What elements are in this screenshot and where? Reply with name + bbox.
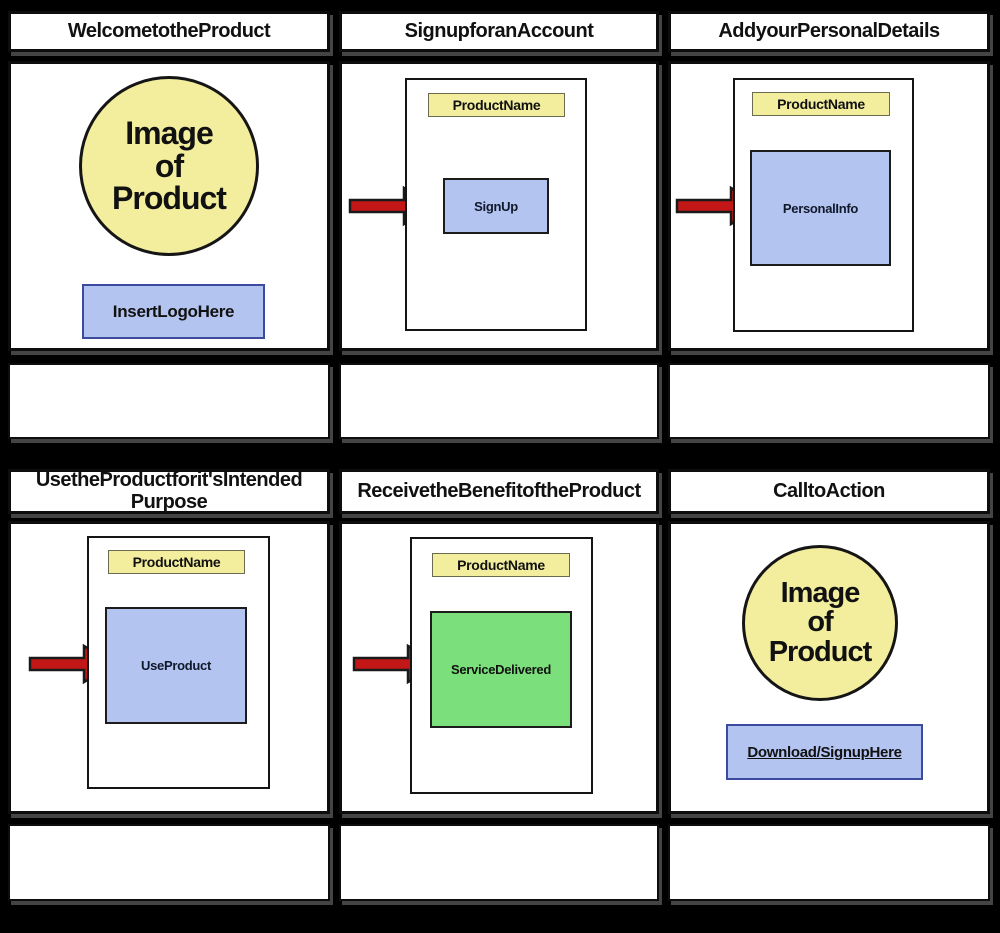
- description-box[interactable]: [668, 824, 990, 901]
- product-name-label: ProductName: [432, 553, 570, 577]
- panel-receive-benefit[interactable]: ProductName ServiceDelivered: [339, 521, 659, 814]
- app-screen-mockup: ProductName PersonalInfo: [733, 78, 914, 332]
- description-box[interactable]: [8, 824, 330, 901]
- description-box[interactable]: [339, 824, 659, 901]
- panel-title-welcome: WelcometotheProduct: [8, 11, 330, 52]
- product-name-label: ProductName: [752, 92, 890, 116]
- product-image-circle: Image of Product: [79, 76, 259, 256]
- panel-call-to-action[interactable]: Image of Product Download/SignupHere: [668, 521, 990, 814]
- panel-welcome[interactable]: Image of Product InsertLogoHere: [8, 61, 330, 351]
- signup-button[interactable]: SignUp: [443, 178, 549, 234]
- description-box[interactable]: [8, 363, 330, 439]
- product-name-label: ProductName: [108, 550, 245, 574]
- panel-title-call-to-action: CalltoAction: [668, 469, 990, 514]
- panel-title-receive-benefit: ReceivetheBenefitoftheProduct: [339, 469, 659, 514]
- panel-title-use-product: UsetheProductforit'sIntended Purpose: [8, 469, 330, 514]
- personal-info-form[interactable]: PersonalInfo: [750, 150, 891, 266]
- panel-title-personal-details: AddyourPersonalDetails: [668, 11, 990, 52]
- app-screen-mockup: ProductName UseProduct: [87, 536, 270, 789]
- panel-title-signup: SignupforanAccount: [339, 11, 659, 52]
- app-screen-mockup: ProductName ServiceDelivered: [410, 537, 593, 794]
- download-signup-button[interactable]: Download/SignupHere: [726, 724, 923, 780]
- panel-personal-details[interactable]: ProductName PersonalInfo: [668, 61, 990, 351]
- app-screen-mockup: ProductName SignUp: [405, 78, 587, 331]
- product-name-label: ProductName: [428, 93, 565, 117]
- insert-logo-button[interactable]: InsertLogoHere: [82, 284, 265, 339]
- use-product-area[interactable]: UseProduct: [105, 607, 247, 724]
- panel-signup[interactable]: ProductName SignUp: [339, 61, 659, 351]
- service-delivered-area[interactable]: ServiceDelivered: [430, 611, 572, 728]
- panel-use-product[interactable]: ProductName UseProduct: [8, 521, 330, 814]
- description-box[interactable]: [339, 363, 659, 439]
- description-box[interactable]: [668, 363, 990, 439]
- product-image-circle: Image of Product: [742, 545, 898, 701]
